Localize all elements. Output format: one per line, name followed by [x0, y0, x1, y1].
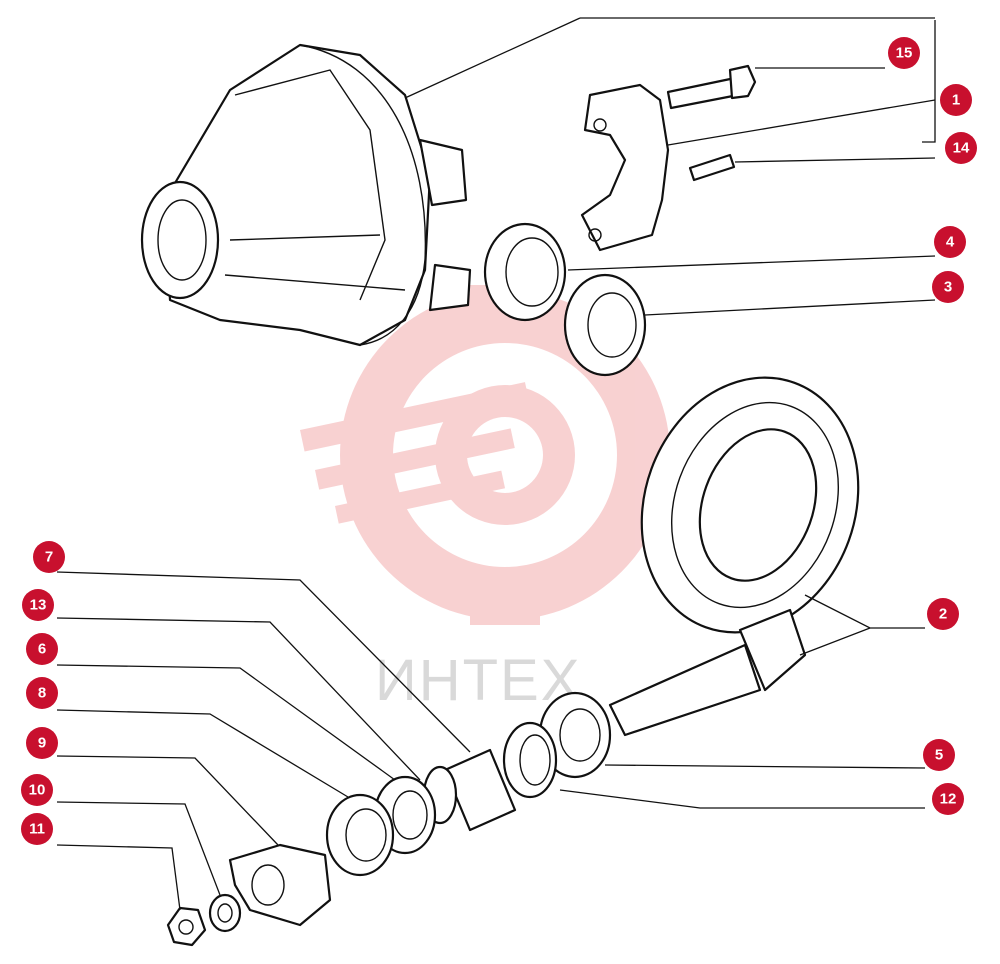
- pinion-shaft: [608, 608, 807, 737]
- bearing-cap: [580, 83, 670, 252]
- callout-10: 10: [21, 774, 53, 806]
- callout-7: 7: [33, 541, 65, 573]
- callout-14: 14: [945, 132, 977, 164]
- callout-12-label: 12: [940, 791, 957, 808]
- bearing-ring: [483, 222, 567, 322]
- callout-10-label: 10: [29, 782, 46, 799]
- callout-3-label: 3: [944, 279, 952, 296]
- callout-3: 3: [932, 271, 964, 303]
- callout-1: 1: [940, 84, 972, 116]
- callout-9: 9: [26, 727, 58, 759]
- callout-9-label: 9: [38, 735, 46, 752]
- differential-housing: [140, 43, 472, 347]
- adjusting-nut: [563, 273, 647, 377]
- callout-2: 2: [927, 598, 959, 630]
- pin: [688, 153, 736, 182]
- callout-1-label: 1: [952, 92, 960, 109]
- callout-15: 15: [888, 37, 920, 69]
- callout-8-label: 8: [38, 685, 46, 702]
- callout-11: 11: [21, 813, 53, 845]
- washer: [208, 893, 242, 933]
- callout-12: 12: [932, 783, 964, 815]
- spacer-sleeve: [443, 748, 517, 832]
- watermark-text: ИНТЕХ: [375, 648, 581, 713]
- callout-15-label: 15: [896, 45, 913, 62]
- drive-flange: [228, 843, 332, 927]
- callout-11-label: 11: [29, 821, 45, 838]
- ring-gear: [640, 376, 860, 634]
- callout-13: 13: [22, 589, 54, 621]
- spacer-ring: [502, 721, 558, 799]
- callout-13-label: 13: [30, 597, 47, 614]
- bearing-cup: [325, 793, 395, 877]
- callout-2-label: 2: [939, 606, 947, 623]
- callout-4: 4: [934, 226, 966, 258]
- callout-6-label: 6: [38, 641, 46, 658]
- callout-4-label: 4: [946, 234, 955, 251]
- callout-5-label: 5: [935, 747, 943, 764]
- bolt: [666, 64, 757, 110]
- callout-5: 5: [923, 739, 955, 771]
- flange-nut: [166, 906, 207, 947]
- callout-8: 8: [26, 677, 58, 709]
- callout-14-label: 14: [953, 140, 970, 157]
- callout-6: 6: [26, 633, 58, 665]
- leader-lines: [56, 17, 936, 911]
- callout-7-label: 7: [45, 549, 53, 566]
- pinion-bearing: [538, 691, 612, 779]
